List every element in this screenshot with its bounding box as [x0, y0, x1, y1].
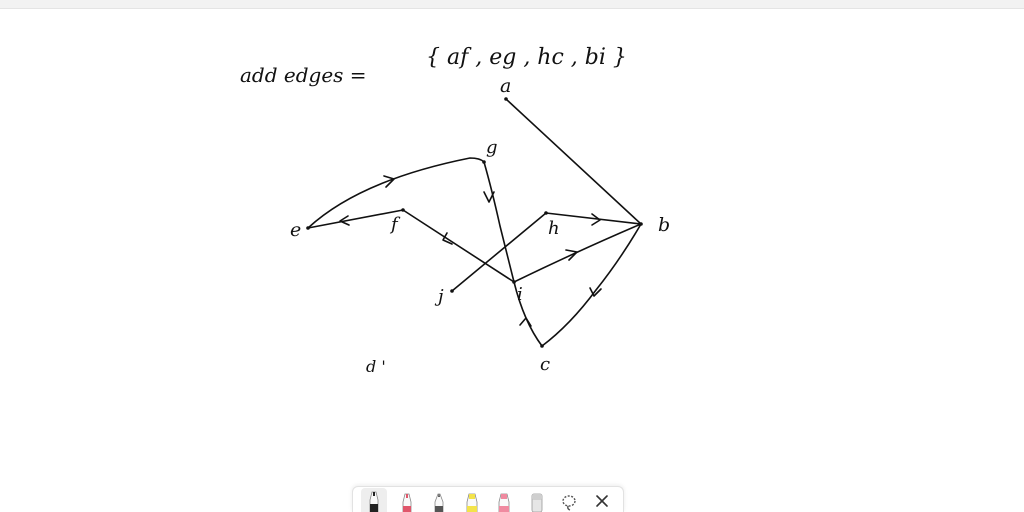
arrowhead-f-e	[339, 215, 350, 226]
window-top-bar	[0, 0, 1024, 9]
edge-b-c	[541, 223, 642, 347]
heading-prefix: add edges =	[240, 63, 367, 87]
vertex-label-f: f	[389, 214, 401, 235]
arrowhead-c-i	[519, 317, 532, 327]
vertex-label-j: j	[434, 286, 444, 307]
vertex-label-b: b	[658, 214, 670, 236]
edge-f-e	[307, 209, 404, 229]
vertex-labels: a b c e f g h i j	[290, 75, 670, 375]
arrowhead-i-b	[565, 249, 578, 261]
arrowhead-b-c	[589, 287, 602, 297]
vertex-dot-h	[544, 211, 548, 215]
edge-i-b	[513, 223, 642, 283]
vertex-label-g: g	[486, 137, 498, 158]
vertex-label-i: i	[517, 284, 523, 305]
marker-tool-icon	[402, 493, 411, 512]
stray-mark: d '	[366, 357, 386, 376]
arrowhead-i-f	[442, 232, 453, 245]
arrowhead-h-b	[591, 213, 601, 226]
vertex-dot-g	[482, 160, 486, 164]
drawing-toolbar	[352, 486, 624, 512]
close-icon	[596, 495, 608, 507]
edge-g-i	[483, 161, 515, 283]
vertex-label-c: c	[540, 354, 550, 375]
eraser-tool-button[interactable]	[524, 488, 550, 512]
vertex-dot-b	[639, 222, 643, 226]
edge-set: { af , eg , hc , bi }	[426, 45, 627, 70]
edge-e-g	[307, 157, 485, 229]
vertex-dot-i	[512, 280, 516, 284]
highlighter-tool-button[interactable]	[459, 488, 485, 512]
close-toolbar-button[interactable]	[589, 488, 615, 512]
edge-h-b	[545, 212, 642, 225]
marker-tool-button[interactable]	[394, 488, 420, 512]
graph-edges	[307, 98, 642, 347]
arrowhead-g-i	[483, 191, 495, 203]
eraser-tool-icon	[531, 493, 543, 512]
pencil-tool-button[interactable]	[426, 488, 452, 512]
arrowhead-e-g	[383, 175, 395, 188]
pen-tool-button[interactable]	[361, 488, 387, 512]
edge-arrowheads	[339, 175, 602, 327]
lasso-tool-icon	[562, 495, 577, 511]
lasso-tool-button[interactable]	[556, 488, 582, 512]
vertex-label-a: a	[500, 75, 511, 97]
pen-tool-icon	[369, 491, 379, 512]
edge-j-h	[451, 212, 547, 292]
edge-i-f	[402, 209, 515, 283]
pink-marker-tool-button[interactable]	[491, 488, 517, 512]
vertex-dot-a	[504, 97, 508, 101]
edge-a-b	[505, 98, 642, 225]
pink-marker-tool-icon	[498, 493, 510, 512]
vertex-label-h: h	[548, 218, 560, 239]
pencil-tool-icon	[434, 493, 444, 512]
vertex-dot-f	[401, 208, 405, 212]
graph-vertices	[306, 97, 643, 348]
highlighter-tool-icon	[466, 493, 478, 512]
vertex-dot-e	[306, 226, 310, 230]
vertex-dot-j	[450, 289, 454, 293]
vertex-dot-c	[540, 344, 544, 348]
vertex-label-e: e	[290, 219, 301, 241]
